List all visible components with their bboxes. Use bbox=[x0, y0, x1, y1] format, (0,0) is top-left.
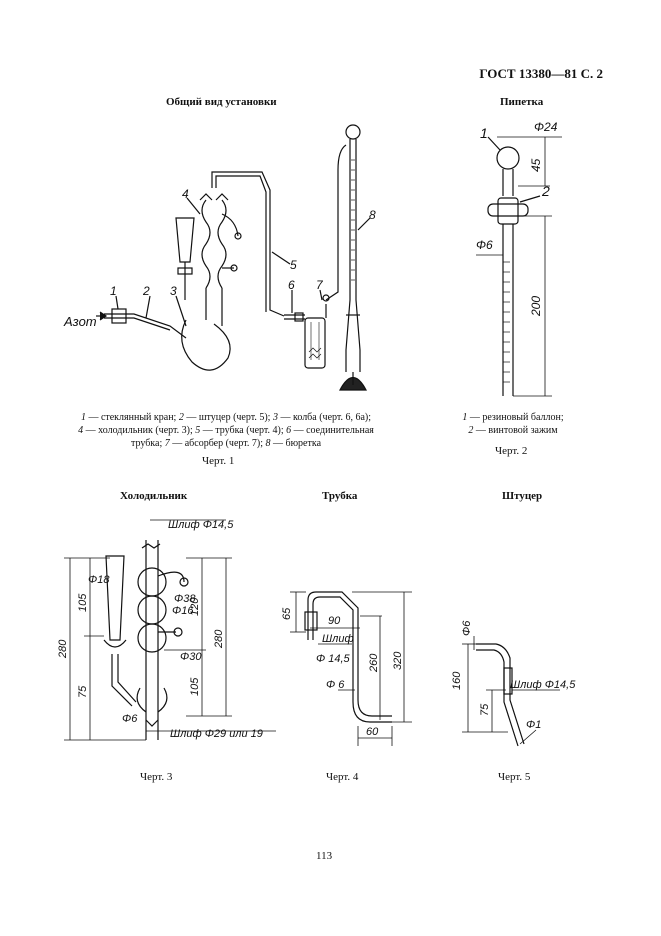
callout-4: 4 bbox=[182, 187, 189, 201]
dim-h105b: 105 bbox=[189, 677, 201, 696]
dim-h120: 120 bbox=[189, 597, 201, 616]
document-reference: ГОСТ 13380—81 С. 2 bbox=[479, 66, 603, 81]
dim-w90: 90 bbox=[328, 615, 341, 627]
dim-h105a: 105 bbox=[77, 593, 89, 612]
callout-7: 7 bbox=[316, 278, 324, 292]
fig2-caption: 1 — резиновый баллон; 2 — винтовой зажим bbox=[448, 411, 578, 437]
dim-grind: Шлиф bbox=[322, 633, 354, 645]
dim-h280b: 280 bbox=[213, 629, 225, 649]
callout-2: 2 bbox=[142, 284, 150, 298]
callout-6: 6 bbox=[288, 278, 295, 292]
fig2-caption-line: 1 — резиновый баллон; bbox=[462, 412, 564, 423]
callout-2: 2 bbox=[541, 183, 550, 199]
dim-d6: Φ6 bbox=[461, 620, 473, 636]
inlet-label: Азот bbox=[63, 314, 97, 329]
dim-d24: Φ24 bbox=[534, 120, 558, 134]
callout-1: 1 bbox=[480, 125, 488, 141]
callout-5: 5 bbox=[290, 258, 297, 272]
burette-bulb bbox=[345, 124, 361, 140]
flask bbox=[181, 319, 231, 371]
dim-h65: 65 bbox=[281, 607, 293, 620]
fig1-caption: 1 — стеклянный кран; 2 — штуцер (черт. 5… bbox=[76, 411, 376, 450]
fig2-title: Пипетка bbox=[500, 96, 544, 108]
page-number: 113 bbox=[316, 850, 333, 862]
rubber-bulb bbox=[496, 146, 520, 170]
dim-h200: 200 bbox=[529, 296, 543, 317]
fig1-label: Черт. 1 bbox=[202, 455, 235, 467]
dim-h160: 160 bbox=[451, 671, 463, 690]
fig4-title: Трубка bbox=[322, 490, 358, 502]
fig4-label: Черт. 4 bbox=[326, 771, 359, 783]
dim-h260: 260 bbox=[368, 653, 380, 673]
fig1-caption-line: трубка; 7 — абсорбер (черт. 7); 8 — бюре… bbox=[130, 438, 322, 449]
dim-h280a: 280 bbox=[57, 639, 69, 659]
dim-d6: Φ6 bbox=[122, 713, 138, 725]
dim-h320: 320 bbox=[392, 651, 404, 670]
callout-8: 8 bbox=[369, 208, 376, 222]
dim-d18: Φ18 bbox=[88, 574, 110, 586]
dim-grind-top: Шлиф Φ14,5 bbox=[168, 519, 234, 531]
dim-d30: Φ30 bbox=[180, 651, 202, 663]
dim-d38: Φ38 bbox=[174, 593, 196, 605]
fig1-caption-line: 4 — холодильник (черт. 3); 5 — трубка (ч… bbox=[78, 425, 374, 436]
fig3-label: Черт. 3 bbox=[140, 771, 173, 783]
fig3-title: Холодильник bbox=[120, 490, 188, 502]
glass-tap bbox=[111, 308, 127, 324]
callout-3: 3 bbox=[170, 284, 177, 298]
dim-d16: Φ16 bbox=[172, 605, 194, 617]
fig5-label: Черт. 5 bbox=[498, 771, 531, 783]
callout-1: 1 bbox=[110, 284, 117, 298]
fig1-caption-line: 1 — стеклянный кран; 2 — штуцер (черт. 5… bbox=[80, 412, 372, 423]
dim-d145: Φ 14,5 bbox=[316, 653, 351, 665]
dim-h75: 75 bbox=[479, 703, 491, 716]
dim-grind-bottom: Шлиф Φ29 или 19 bbox=[170, 728, 263, 740]
absorber bbox=[304, 317, 326, 369]
screw-clamp bbox=[487, 203, 529, 217]
fig2-caption-line: 2 — винтовой зажим bbox=[468, 425, 558, 436]
fig2-label: Черт. 2 bbox=[495, 445, 528, 457]
dim-h75: 75 bbox=[77, 685, 89, 698]
fig1-title: Общий вид установки bbox=[166, 96, 277, 108]
dim-grind: Шлиф Φ14,5 bbox=[510, 679, 576, 691]
dim-d6: Φ 6 bbox=[326, 679, 345, 691]
dim-w60: 60 bbox=[366, 726, 379, 738]
dim-d1: Φ1 bbox=[526, 719, 541, 731]
dim-d6: Φ6 bbox=[476, 238, 493, 252]
dim-h45: 45 bbox=[529, 158, 543, 172]
fig5-title: Штуцер bbox=[502, 490, 543, 502]
